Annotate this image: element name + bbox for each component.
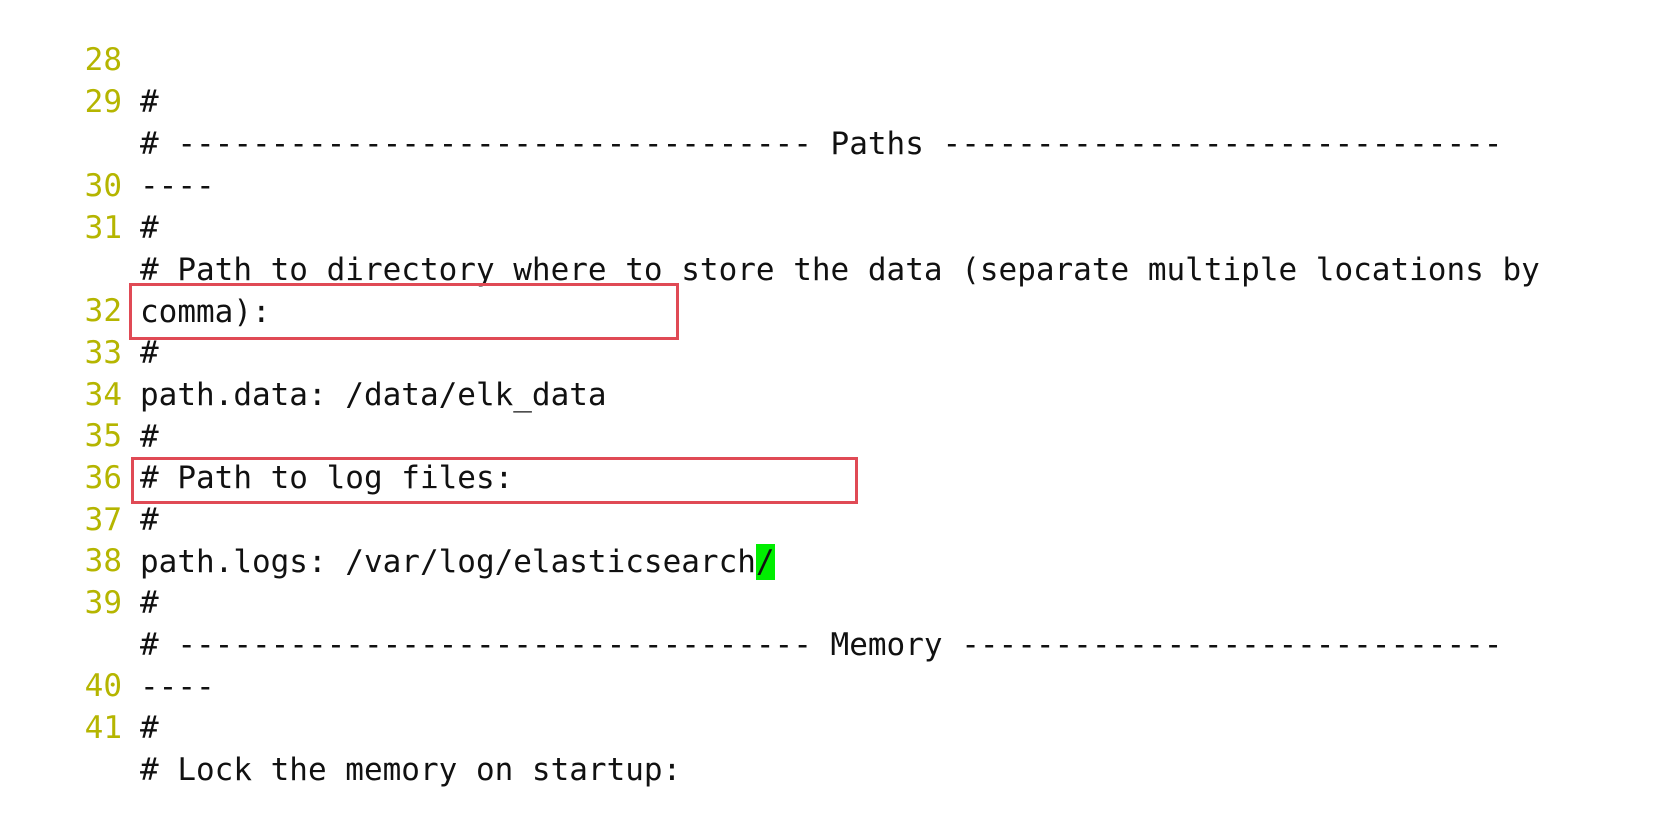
code-line-wrap[interactable]: ---- [0,582,215,705]
line-text[interactable]: # [140,585,159,621]
line-text[interactable]: # [140,84,159,120]
highlight-box-path-data [129,283,679,340]
code-line[interactable]: 32 # [0,248,159,371]
line-number: 39 [84,585,122,621]
text-cursor: / [755,544,775,580]
line-text[interactable]: ---- [140,168,215,204]
code-line-wrap[interactable]: ---- [0,81,215,204]
code-line[interactable]: 35 # Path to log files: [0,373,514,496]
line-number: 30 [84,168,122,204]
line-number: 28 [84,42,122,78]
line-text: path.logs: /var/log/elasticsearch [140,544,756,580]
code-line[interactable]: 30 # [0,123,159,246]
line-number: 35 [84,418,122,454]
code-line[interactable]: 34 # [0,332,159,455]
code-line[interactable]: 28 # [0,0,159,120]
code-line-wrap[interactable]: comma): [0,207,271,330]
code-line[interactable]: 31 # Path to directory where to store th… [0,165,1540,288]
line-text[interactable]: # [140,335,159,371]
line-number: 41 [84,710,122,746]
path-data-setting[interactable]: path.data: /data/elk_data [140,377,607,413]
line-number: 29 [84,84,122,120]
code-line[interactable]: 38 # [0,498,159,621]
line-text[interactable]: # [140,710,159,746]
line-text[interactable]: # Path to directory where to store the d… [140,252,1540,288]
line-number: 38 [84,543,122,579]
line-number: 31 [84,210,122,246]
code-line[interactable]: 41 # Lock the memory on startup: [0,665,682,788]
path-logs-setting[interactable]: path.logs: /var/log/elasticsearch/ [140,541,775,583]
highlight-box-path-logs [131,457,858,504]
code-line[interactable]: 33 path.data: /data/elk_data [0,290,607,413]
line-text[interactable]: # [140,502,159,538]
line-text[interactable]: ---- [140,669,215,705]
line-text[interactable]: comma): [140,294,271,330]
code-editor[interactable]: 28 # 29 # ------------------------------… [0,0,1654,789]
line-number: 36 [84,460,122,496]
line-number: 37 [84,502,122,538]
code-line[interactable]: 36 # [0,415,159,538]
line-text[interactable]: # Path to log files: [140,460,514,496]
line-number: 33 [84,335,122,371]
code-line[interactable]: 37 path.logs: /var/log/elasticsearch/ [0,457,775,580]
line-text[interactable]: # ---------------------------------- Mem… [140,627,1503,663]
line-number: 32 [84,293,122,329]
line-text[interactable]: # [140,210,159,246]
code-line[interactable]: 40 # [0,623,159,746]
line-text[interactable]: # [140,419,159,455]
line-text[interactable]: # Lock the memory on startup: [140,752,682,788]
code-line[interactable]: 29 # ---------------------------------- … [0,39,1503,162]
line-number: 34 [84,377,122,413]
line-number: 40 [84,668,122,704]
line-text[interactable]: # ---------------------------------- Pat… [140,126,1503,162]
code-line[interactable]: 39 # ---------------------------------- … [0,540,1503,663]
